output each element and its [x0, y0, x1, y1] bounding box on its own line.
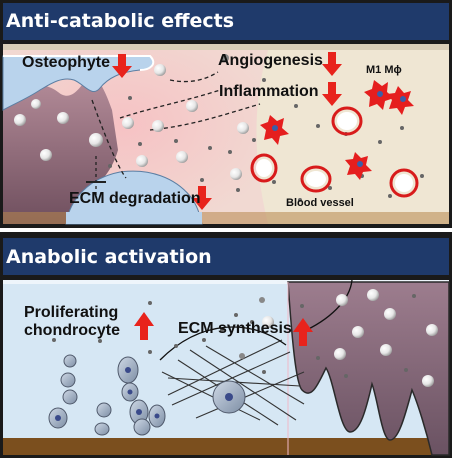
proliferating-chondrocyte-arrow-up — [134, 312, 154, 340]
bottom-particles — [52, 289, 438, 387]
degraded-cartilage — [65, 170, 203, 225]
ecm-degradation-label: ECM degradation — [69, 190, 201, 207]
osteophyte-label: Osteophyte — [22, 54, 111, 71]
dashed-line-2 — [119, 89, 221, 119]
angiogenesis-arrow-down — [322, 52, 342, 76]
blood-vessels — [250, 106, 419, 198]
top-header-bar — [3, 3, 449, 40]
proliferating-label-line2: chondrocyte — [24, 322, 121, 339]
macrophage-label: M1 Mϕ — [366, 64, 402, 76]
inflammation-label: Inflammation — [219, 83, 319, 100]
inflammation-arrow-down — [322, 82, 342, 106]
bottom-panel-title: Anabolic activation — [6, 246, 212, 268]
bottom-floor-band — [3, 438, 449, 455]
top-red-arrows — [112, 52, 342, 210]
proliferating-label-line1: Proliferating — [24, 304, 119, 321]
dashed-line-3 — [149, 103, 261, 131]
ecm-synthesis-label: ECM synthesis — [178, 320, 292, 337]
ecm-synthesis-arrow-up — [293, 318, 313, 346]
bottom-red-arrows — [134, 312, 313, 346]
bottom-header-bar — [3, 238, 449, 275]
ecm-degradation-arrow-down — [192, 186, 212, 210]
osteophyte-arrow-down — [112, 54, 132, 78]
synthesis-curve — [159, 326, 287, 361]
top-particles — [14, 54, 424, 202]
top-panel-title: Anti-catabolic effects — [6, 10, 235, 32]
collagen-network — [161, 339, 305, 426]
angiogenesis-label: Angiogenesis — [218, 52, 323, 69]
subchondral-bone-spikes — [287, 281, 450, 456]
chondrocytes — [48, 354, 246, 436]
dashed-line-1 — [91, 99, 127, 179]
blood-vessel-label: Blood vessel — [286, 197, 354, 209]
